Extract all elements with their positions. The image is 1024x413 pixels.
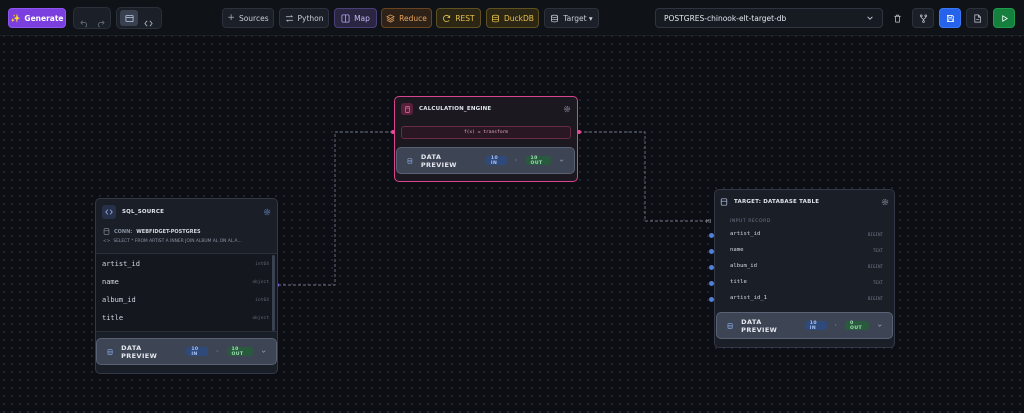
target-field-row[interactable]: artist_id_1 BIGINT xyxy=(730,295,883,301)
input-record-label: INPUT RECORD xyxy=(730,219,771,224)
target-field-row[interactable]: artist_id BIGINT xyxy=(730,231,883,237)
output-count-badge: 10 OUT xyxy=(226,347,253,357)
input-count-badge: 10 IN xyxy=(804,321,827,331)
code-view-icon[interactable] xyxy=(144,13,153,32)
target-data-preview-button[interactable]: DATA PREVIEW 10 IN · 0 OUT xyxy=(716,312,893,339)
database-icon xyxy=(407,157,413,164)
transform-icon xyxy=(285,14,293,22)
sources-button[interactable]: + Sources xyxy=(222,8,274,28)
input-count-badge: 10 IN xyxy=(186,347,209,357)
target-node-header: TARGET: DATABASE TABLE xyxy=(715,190,894,214)
trash-icon xyxy=(893,14,901,22)
export-button[interactable] xyxy=(966,8,988,28)
edge-calc-to-target xyxy=(579,131,710,222)
database-icon xyxy=(107,348,113,355)
map-button[interactable]: Map xyxy=(334,8,377,28)
canvas-view-icon[interactable] xyxy=(120,10,138,26)
database-icon xyxy=(492,14,500,22)
branch-button[interactable] xyxy=(912,8,934,28)
gear-icon[interactable] xyxy=(563,105,571,113)
source-data-preview-button[interactable]: DATA PREVIEW 10 IN · 10 OUT xyxy=(96,338,277,365)
reduce-button[interactable]: Reduce xyxy=(381,8,432,28)
target-node-title: TARGET: DATABASE TABLE xyxy=(734,199,820,205)
source-fields-list: artist_id int64 name object album_id int… xyxy=(96,253,277,332)
chevron-down-icon[interactable] xyxy=(261,348,266,355)
target-input-handle[interactable] xyxy=(709,265,714,270)
calc-node-header: CALCULATION_ENGINE xyxy=(395,97,577,121)
file-icon xyxy=(973,14,981,22)
gear-icon[interactable] xyxy=(263,208,271,216)
calc-node-title: CALCULATION_ENGINE xyxy=(419,106,492,112)
refresh-icon xyxy=(443,14,451,22)
target-field-row[interactable]: album_id BIGINT xyxy=(730,263,883,269)
output-count-badge: 10 OUT xyxy=(525,156,551,166)
formula-box[interactable]: f(x) = transform xyxy=(401,126,571,139)
save-button[interactable] xyxy=(939,8,961,28)
target-button[interactable]: Target ▾ xyxy=(544,8,599,28)
delete-button[interactable] xyxy=(887,8,907,28)
run-button[interactable] xyxy=(993,8,1015,28)
database-icon xyxy=(551,14,559,22)
plus-icon: + xyxy=(227,13,235,23)
target-field-row[interactable]: title TEXT xyxy=(730,279,883,285)
chevron-down-icon[interactable] xyxy=(559,157,564,164)
connection-info: CONN: WEBFIDGET-POSTGRES xyxy=(103,228,201,235)
map-icon xyxy=(341,13,350,23)
history-group xyxy=(73,7,111,29)
layers-icon xyxy=(386,13,396,23)
duckdb-button[interactable]: DuckDB xyxy=(486,8,539,28)
play-icon xyxy=(1001,14,1008,22)
fields-scrollbar[interactable] xyxy=(272,255,275,331)
undo-icon[interactable] xyxy=(80,13,89,32)
calc-data-preview-button[interactable]: DATA PREVIEW 10 IN · 10 OUT xyxy=(396,147,575,174)
chevron-down-icon xyxy=(867,16,873,20)
source-node-header: SQL_SOURCE xyxy=(96,199,277,225)
target-input-handle[interactable] xyxy=(709,249,714,254)
field-row[interactable]: name object xyxy=(102,278,269,286)
edge-source-to-calc xyxy=(278,131,393,286)
code-icon xyxy=(102,205,116,219)
pipeline-select[interactable]: POSTGRES-chinook-elt-target-db xyxy=(655,8,883,28)
target-input-handle[interactable] xyxy=(709,233,714,238)
git-branch-icon xyxy=(919,14,927,23)
top-toolbar: ✨ Generate + Sources Python Map Reduce xyxy=(0,0,1024,36)
field-row[interactable]: title object xyxy=(102,314,269,322)
database-icon xyxy=(727,322,733,329)
sparkle-icon: ✨ xyxy=(10,13,21,23)
redo-icon[interactable] xyxy=(96,13,105,32)
database-icon xyxy=(720,198,728,206)
calculation-engine-node[interactable]: CALCULATION_ENGINE f(x) = transform DATA… xyxy=(394,96,578,182)
python-button[interactable]: Python xyxy=(279,8,329,28)
view-mode-group xyxy=(116,7,162,29)
target-field-row[interactable]: name TEXT xyxy=(730,247,883,253)
target-database-node[interactable]: TARGET: DATABASE TABLE INPUT RECORD arti… xyxy=(714,189,895,348)
sql-query-preview: <> SELECT * FROM ARTIST A INNER JOIN ALB… xyxy=(103,239,242,244)
target-input-handle[interactable] xyxy=(709,297,714,302)
chevron-down-icon[interactable] xyxy=(877,322,882,329)
svg-text:HI: HI xyxy=(706,219,711,225)
source-node-title: SQL_SOURCE xyxy=(122,209,165,215)
field-row[interactable]: artist_id int64 xyxy=(102,260,269,268)
sql-source-node[interactable]: SQL_SOURCE CONN: WEBFIDGET-POSTGRES <> S… xyxy=(95,198,278,374)
save-icon xyxy=(946,14,954,22)
database-icon xyxy=(103,228,110,235)
target-input-handle[interactable] xyxy=(709,281,714,286)
output-count-badge: 0 OUT xyxy=(845,321,869,331)
generate-button[interactable]: ✨ Generate xyxy=(8,8,66,28)
calc-output-handle xyxy=(577,130,581,134)
code-icon: <> xyxy=(103,239,111,244)
input-count-badge: 10 IN xyxy=(485,156,508,166)
calculator-icon xyxy=(401,103,413,115)
rest-button[interactable]: REST xyxy=(436,8,481,28)
field-row[interactable]: album_id int64 xyxy=(102,296,269,304)
gear-icon[interactable] xyxy=(881,198,889,206)
